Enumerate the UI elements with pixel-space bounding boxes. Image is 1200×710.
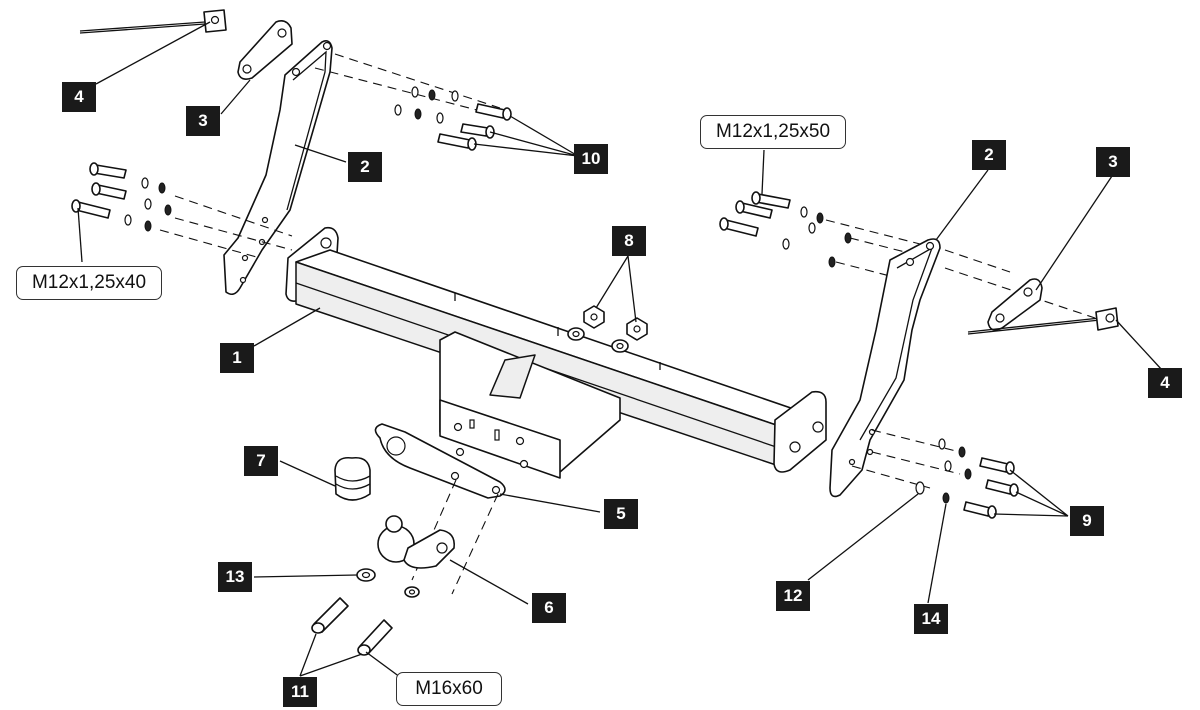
callout-4-left: 4 [62, 82, 96, 112]
part-9-bolts [394, 86, 512, 151]
callout-1: 1 [220, 343, 254, 373]
part-3-right-plate [987, 278, 1043, 331]
callout-5: 5 [604, 499, 638, 529]
spec-bolt-m16x60: M16x60 [396, 672, 502, 706]
callout-3-right: 3 [1096, 147, 1130, 177]
part-2-left-side-bracket [223, 40, 333, 296]
callout-13: 13 [218, 562, 252, 592]
part-3-left-plate [237, 20, 293, 80]
callout-7: 7 [244, 446, 278, 476]
part-5-mounting-plate [374, 423, 506, 595]
right-bolts-m12x50 [719, 191, 921, 277]
callout-10: 11 [283, 677, 317, 707]
spec-bolt-m12x40: M12x1,25x40 [16, 266, 162, 300]
part-6-towball [377, 515, 456, 569]
part-2-right-side-bracket [829, 238, 941, 498]
leader-lines [77, 21, 1163, 681]
part-11-nuts [567, 305, 648, 353]
part-8-bolts [915, 438, 1019, 519]
part-1-main-crossbar [285, 226, 827, 479]
callout-6: 6 [532, 593, 566, 623]
part-13-washer [356, 568, 420, 598]
spec-bolt-m12x50: M12x1,25x50 [700, 115, 846, 149]
left-bolts-m12x40 [71, 162, 172, 232]
callout-8: 9 [1070, 506, 1104, 536]
part-7-ball-cap [334, 456, 371, 501]
callout-3-left: 3 [186, 106, 220, 136]
callout-2-right: 2 [972, 140, 1006, 170]
callout-4-right: 4 [1148, 368, 1182, 398]
part-4-right-wire-bracket [967, 307, 1119, 335]
callout-11: 8 [612, 226, 646, 256]
callout-12: 12 [776, 581, 810, 611]
callout-14: 14 [914, 604, 948, 634]
part-10-bolts [311, 597, 393, 656]
callout-9: 10 [574, 144, 608, 174]
part-4-left-wire-bracket [79, 9, 227, 34]
callout-2-left: 2 [348, 152, 382, 182]
